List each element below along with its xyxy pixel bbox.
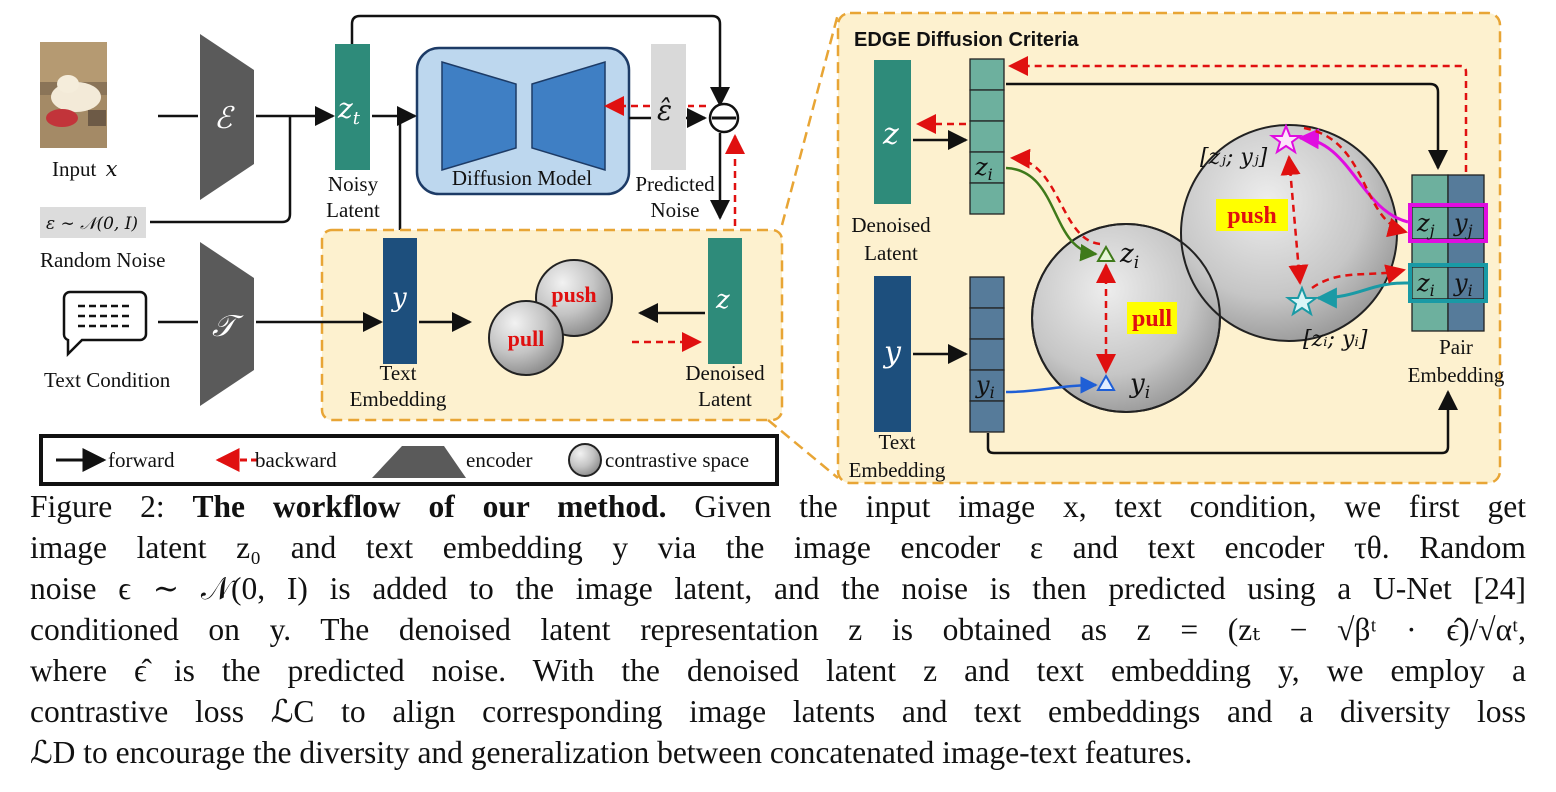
right-y-block: [874, 276, 911, 432]
figure-caption: Figure 2: The workflow of our method. Gi…: [30, 486, 1530, 773]
noise-formula-box: [40, 207, 146, 238]
right-z-symbol: z: [882, 117, 899, 152]
zjyj-label: [zⱼ; yⱼ]: [1200, 145, 1268, 170]
caption-title: The workflow of our method.: [192, 489, 667, 524]
yi-cell-label: yi: [975, 371, 995, 402]
speech-bubble-icon: [62, 290, 148, 358]
diffusion-model-label: Diffusion Model: [452, 166, 592, 190]
pair-embedding: [1411, 174, 1485, 332]
caption-line-5: where ϵ̂ is the predicted noise. With th…: [30, 653, 1527, 688]
push-label: push: [551, 282, 596, 307]
edge-title: EDGE Diffusion Criteria: [854, 29, 1079, 51]
image-encoder: [200, 34, 254, 200]
pull-sphere: [488, 300, 564, 376]
pair-j-highlight: [1408, 203, 1488, 243]
pair-i-highlight: [1408, 263, 1488, 303]
right-pull-label: pull: [1132, 306, 1172, 332]
right-z-block: [874, 60, 911, 204]
random-noise-label: Random Noise: [40, 248, 165, 272]
text-embedding-y: [383, 238, 417, 364]
z-symbol: z: [715, 285, 730, 315]
caption-line-4: conditioned on y. The denoised latent re…: [30, 612, 1527, 647]
svg-text:yi: yi: [1453, 269, 1473, 300]
eps-hat-symbol: ε̂: [657, 94, 672, 127]
zi-cell-label: zi: [974, 153, 993, 184]
workflow-diagram: Input x ε ∼ 𝒩(0, I) Random Noise Text Co…: [39, 11, 1505, 486]
yi-point-label: yi: [1129, 369, 1150, 403]
zjyj-star: [1269, 123, 1303, 155]
subtract-operator: [708, 102, 740, 134]
ziyi-label: [zᵢ; yᵢ]: [1303, 327, 1368, 352]
text-condition-label: Text Condition: [44, 368, 171, 392]
pull-label: pull: [508, 326, 545, 351]
text-encoder: [200, 242, 254, 406]
noisy-latent-zt: [335, 44, 370, 170]
zi-point-label: zi: [1119, 239, 1139, 273]
caption-line-7: ℒD to encourage the diversity and genera…: [30, 735, 1193, 770]
y-stack: [969, 276, 1005, 433]
z-stack: [969, 58, 1005, 215]
caption-line-6: contrastive loss ℒC to align correspondi…: [30, 694, 1527, 729]
input-label: Input x: [52, 157, 118, 181]
noise-formula: ε ∼ 𝒩(0, I): [46, 214, 138, 234]
predicted-noise-block: [651, 44, 686, 170]
zi-triangle: [1096, 244, 1116, 262]
caption-line-3: noise ϵ ∼ 𝒩(0, I) is added to the image …: [30, 571, 1526, 606]
legend-contrastive-icon: [568, 443, 602, 477]
right-y-symbol: y: [882, 335, 902, 370]
zt-symbol: zt: [337, 92, 361, 129]
legend-encoder-icon: [372, 446, 466, 478]
legend-backward: backward: [255, 448, 337, 472]
input-image: [40, 42, 107, 148]
svg-text:zi: zi: [1416, 269, 1435, 300]
caption-line-1: Figure 2: The workflow of our method. Gi…: [30, 489, 1527, 524]
legend-contrastive: contrastive space: [605, 448, 749, 472]
caption-line-2: image latent z₀ and text embedding y via…: [30, 530, 1526, 565]
svg-text:zj: zj: [1416, 209, 1435, 240]
svg-text:yj: yj: [1453, 209, 1473, 240]
right-push-label: push: [1227, 203, 1276, 229]
denoised-latent-z: [708, 238, 742, 364]
yi-triangle: [1096, 373, 1116, 391]
ziyi-star: [1285, 285, 1319, 317]
legend-encoder: encoder: [466, 448, 532, 472]
image-encoder-symbol: ℰ: [214, 101, 235, 136]
legend-forward: forward: [108, 448, 175, 472]
y-symbol: y: [391, 283, 407, 313]
